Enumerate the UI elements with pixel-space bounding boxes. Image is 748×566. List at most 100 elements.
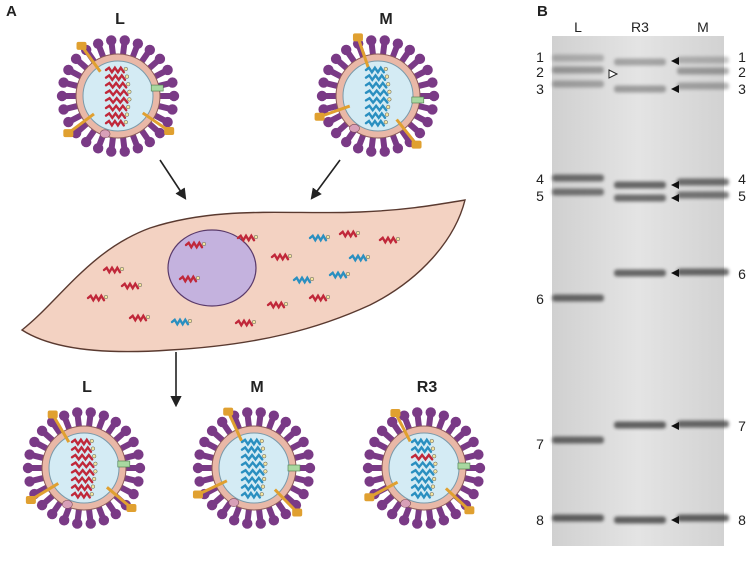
lane-label-l: L (574, 19, 582, 35)
genome-segment-1 (410, 437, 434, 447)
lane-label-m: M (697, 19, 709, 35)
arrow-l-to-cell (159, 159, 187, 200)
virus-label-parent-m: M (379, 11, 392, 28)
genome-segment-6 (410, 475, 437, 485)
gel-background (552, 36, 724, 546)
virus-label-progeny-r3: R3 (417, 379, 438, 396)
gel-band (677, 82, 729, 90)
genome-segments (240, 437, 268, 500)
envelope-spikes (56, 35, 180, 157)
band-label-left-7: 7 (536, 436, 544, 452)
gel-band (614, 85, 666, 93)
glycoprotein-stalks (364, 408, 475, 515)
viral-core (82, 60, 154, 132)
virus-label-progeny-m: M (250, 379, 263, 396)
gel-band (552, 174, 604, 182)
gel-band (552, 188, 604, 196)
gel-band (614, 421, 666, 429)
viral-core (48, 432, 120, 504)
filled-marker-4 (671, 194, 679, 202)
membrane-protein (117, 460, 131, 468)
genome-segment-6 (104, 103, 131, 113)
genome-segment-2 (410, 445, 436, 454)
genome-segment-2 (240, 445, 266, 454)
membrane-protein (349, 124, 360, 133)
cytoplasm-rna-7 (266, 300, 289, 310)
gel-band (677, 420, 729, 428)
genome-segment-3 (240, 453, 267, 462)
genome-segment-8 (70, 490, 94, 500)
band-label-right-6: 6 (738, 266, 746, 282)
gel-band (677, 178, 729, 186)
cytoplasm-rna-17 (170, 317, 193, 327)
glycoprotein-stalks (63, 41, 175, 138)
band-label-right-5: 5 (738, 188, 746, 204)
glycoprotein-stalks (314, 33, 422, 149)
gel-band (677, 191, 729, 199)
panel-a-label: A (6, 3, 17, 20)
genome-segments (104, 65, 132, 128)
cytoplasm-rna-16 (308, 293, 331, 303)
cytoplasm-rna-11 (338, 229, 361, 239)
gel-band (614, 269, 666, 277)
gel-band (677, 514, 729, 522)
gel-band (552, 80, 604, 88)
band-label-right-7: 7 (738, 418, 746, 434)
band-label-left-5: 5 (536, 188, 544, 204)
gel-bands (552, 54, 729, 524)
lane-label-r3: R3 (631, 19, 649, 35)
virus-particle-progeny-r3 (362, 407, 486, 529)
genome-segments (70, 437, 98, 500)
genome-segment-4 (240, 460, 268, 469)
virus-particle-progeny-m (192, 407, 316, 529)
filled-marker-7 (671, 516, 679, 524)
gel-band (552, 294, 604, 302)
genome-segment-1 (104, 65, 128, 75)
filled-marker-2 (671, 85, 679, 93)
genome-segment-7 (364, 111, 390, 120)
genome-segment-5 (70, 468, 98, 477)
virus-particle-parent-m (314, 33, 440, 157)
genome-segment-1 (240, 437, 264, 447)
cytoplasm-rna-2 (236, 233, 259, 243)
gel-band (614, 58, 666, 66)
band-label-left-2: 2 (536, 64, 544, 80)
cytoplasm-rna-4 (120, 281, 143, 291)
genome-segment-2 (70, 445, 96, 454)
virus-label-progeny-l: L (82, 379, 92, 396)
band-label-left-6: 6 (536, 291, 544, 307)
genome-segment-6 (70, 475, 97, 485)
arrow-m-to-cell (310, 159, 341, 200)
glycoprotein-stalks (192, 407, 303, 517)
cytoplasm-rna-3 (178, 274, 201, 284)
glycoprotein-stalks (25, 410, 137, 512)
genome-segment-8 (410, 490, 434, 500)
genome-segment-3 (410, 453, 437, 462)
gel-band (677, 56, 729, 64)
gel-band (552, 54, 604, 62)
gel-band (614, 194, 666, 202)
genome-segment-2 (104, 73, 130, 82)
band-label-right-1: 1 (738, 49, 746, 65)
gel-band (614, 516, 666, 524)
band-label-right-2: 2 (738, 64, 746, 80)
r3-band-markers (608, 57, 679, 524)
genome-segment-8 (240, 490, 264, 500)
virus-label-parent-l: L (115, 11, 125, 28)
band-label-left-8: 8 (536, 512, 544, 528)
filled-marker-1 (671, 57, 679, 65)
genome-segment-3 (70, 453, 97, 462)
genome-segment-5 (104, 96, 132, 105)
genome-segment-5 (240, 468, 268, 477)
membrane-protein (99, 129, 111, 139)
host-cell (20, 199, 466, 353)
envelope-spikes (316, 35, 440, 157)
genome-segment-3 (364, 81, 391, 90)
membrane-protein (228, 498, 240, 507)
genome-segment-7 (70, 483, 96, 492)
genome-segment-8 (104, 118, 128, 128)
